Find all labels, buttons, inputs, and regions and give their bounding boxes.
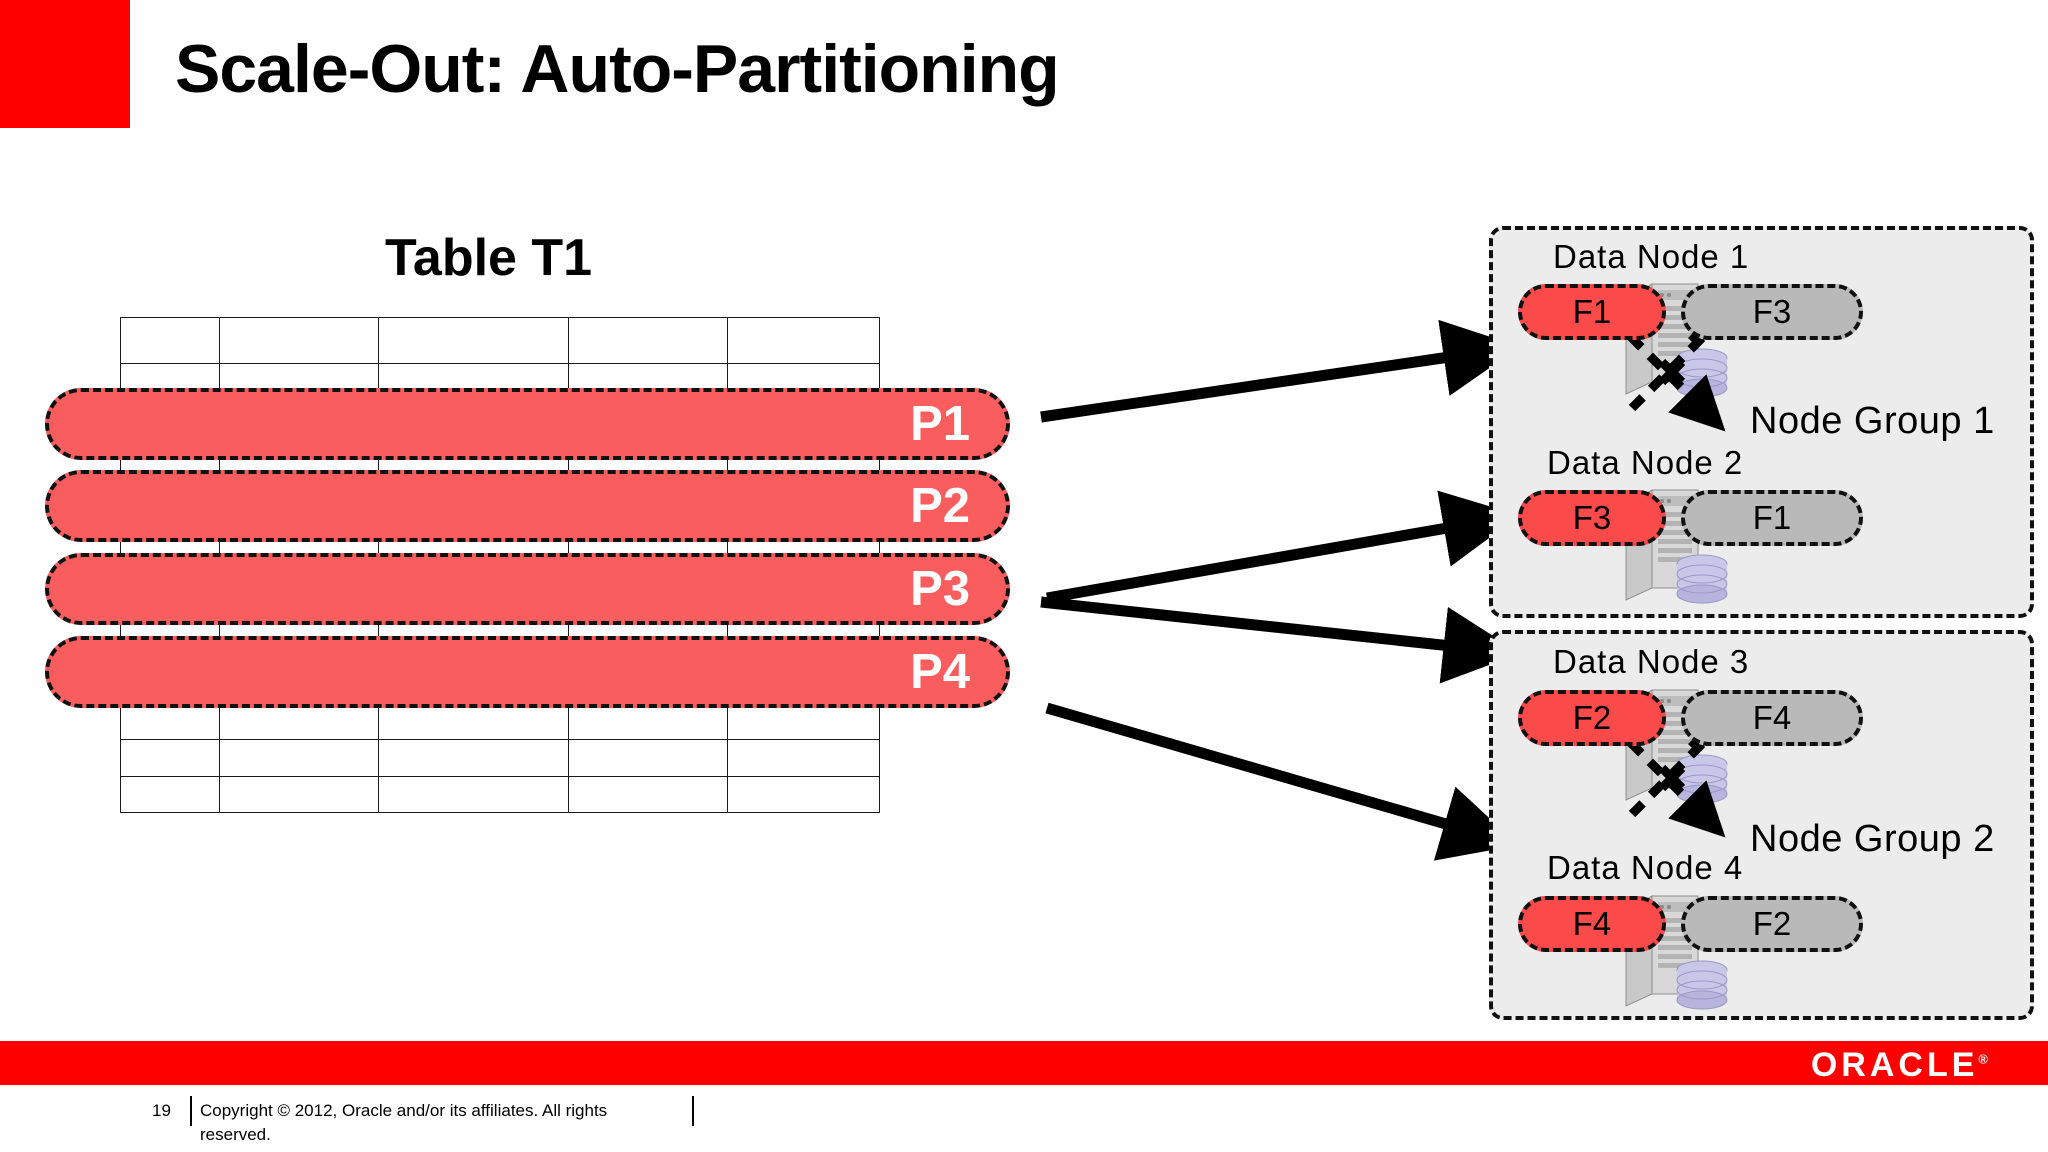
- fragment-backup-node4[interactable]: F2: [1681, 896, 1863, 952]
- data-node-4-title: Data Node 4: [1547, 849, 1744, 886]
- fragment-primary-node2[interactable]: F3: [1518, 490, 1666, 546]
- footer-divider: [190, 1096, 192, 1126]
- partition-p2[interactable]: P2: [45, 470, 1010, 542]
- footer-bar: [0, 1041, 2048, 1085]
- partition-p3[interactable]: P3: [45, 553, 1010, 625]
- partition-label: P4: [910, 644, 970, 699]
- page-number: 19: [152, 1101, 171, 1120]
- partition-label: P3: [910, 561, 970, 616]
- partition-label: P2: [910, 478, 970, 533]
- arrow-p1-to-node1: [1040, 319, 1521, 423]
- copyright-text: Copyright © 2012, Oracle and/or its affi…: [200, 1101, 608, 1144]
- fragment-primary-node4[interactable]: F4: [1518, 896, 1666, 952]
- fragment-primary-node1[interactable]: F1: [1518, 284, 1666, 340]
- table-row: [120, 739, 880, 777]
- registered-mark: ®: [1978, 1051, 1988, 1067]
- fragment-backup-node1[interactable]: F3: [1681, 284, 1863, 340]
- fragment-primary-node3[interactable]: F2: [1518, 690, 1666, 746]
- data-node-1-title: Data Node 1: [1553, 238, 1750, 275]
- page-title: Scale-Out: Auto-Partitioning: [175, 31, 1060, 107]
- fragment-backup-node3[interactable]: F4: [1681, 690, 1863, 746]
- node-group-2-label: Node Group 2: [1750, 818, 1995, 860]
- oracle-logo-text: ORACLE: [1810, 1046, 1979, 1084]
- partition-p1[interactable]: P1: [45, 388, 1010, 460]
- node-group-1-label: Node Group 1: [1750, 400, 1995, 442]
- arrow-p3-to-node3: [1040, 596, 1521, 684]
- brand-accent-block: [0, 0, 130, 128]
- oracle-logo: ORACLE®: [1811, 1046, 1988, 1085]
- data-node-3-title: Data Node 3: [1553, 643, 1750, 680]
- fragment-backup-node2[interactable]: F1: [1681, 490, 1863, 546]
- partition-p4[interactable]: P4: [45, 636, 1010, 708]
- arrow-p2-to-node2: [1046, 490, 1520, 604]
- partition-label: P1: [910, 396, 970, 451]
- data-node-2-title: Data Node 2: [1547, 444, 1744, 481]
- arrow-p4-to-node4: [1045, 702, 1519, 861]
- table-row: [120, 316, 880, 365]
- table-row: [120, 775, 880, 814]
- footer-divider: [692, 1096, 694, 1126]
- table-title: Table T1: [385, 229, 593, 287]
